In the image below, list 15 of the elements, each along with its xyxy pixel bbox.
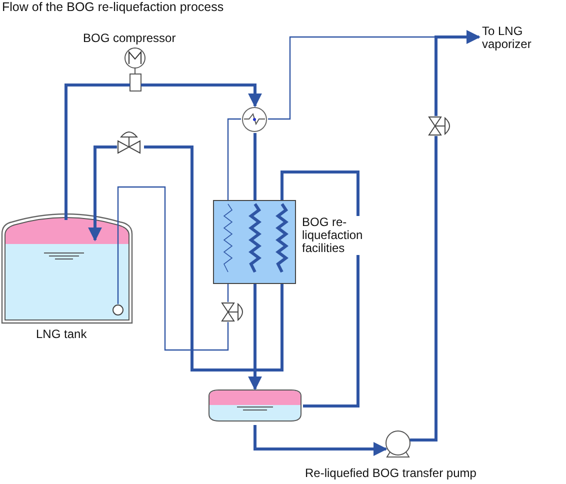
pipe-line [254, 133, 256, 200]
pipe-arrow [141, 84, 262, 108]
pipe-arrow [248, 284, 262, 390]
pipe-line [64, 84, 130, 220]
diagram-title: Flow of the BOG re-liquefaction process [2, 1, 224, 14]
pipe-arrow [254, 425, 388, 456]
pipe-line [410, 136, 438, 442]
pipe-line [144, 146, 284, 372]
pipe-line [117, 186, 229, 351]
pipe-arrow [88, 146, 117, 242]
pipe-arrow [434, 30, 480, 116]
pipe-arrow [268, 31, 480, 120]
pipe-line [227, 118, 241, 200]
pipe-line [280, 170, 360, 408]
pipe-line [227, 284, 229, 302]
